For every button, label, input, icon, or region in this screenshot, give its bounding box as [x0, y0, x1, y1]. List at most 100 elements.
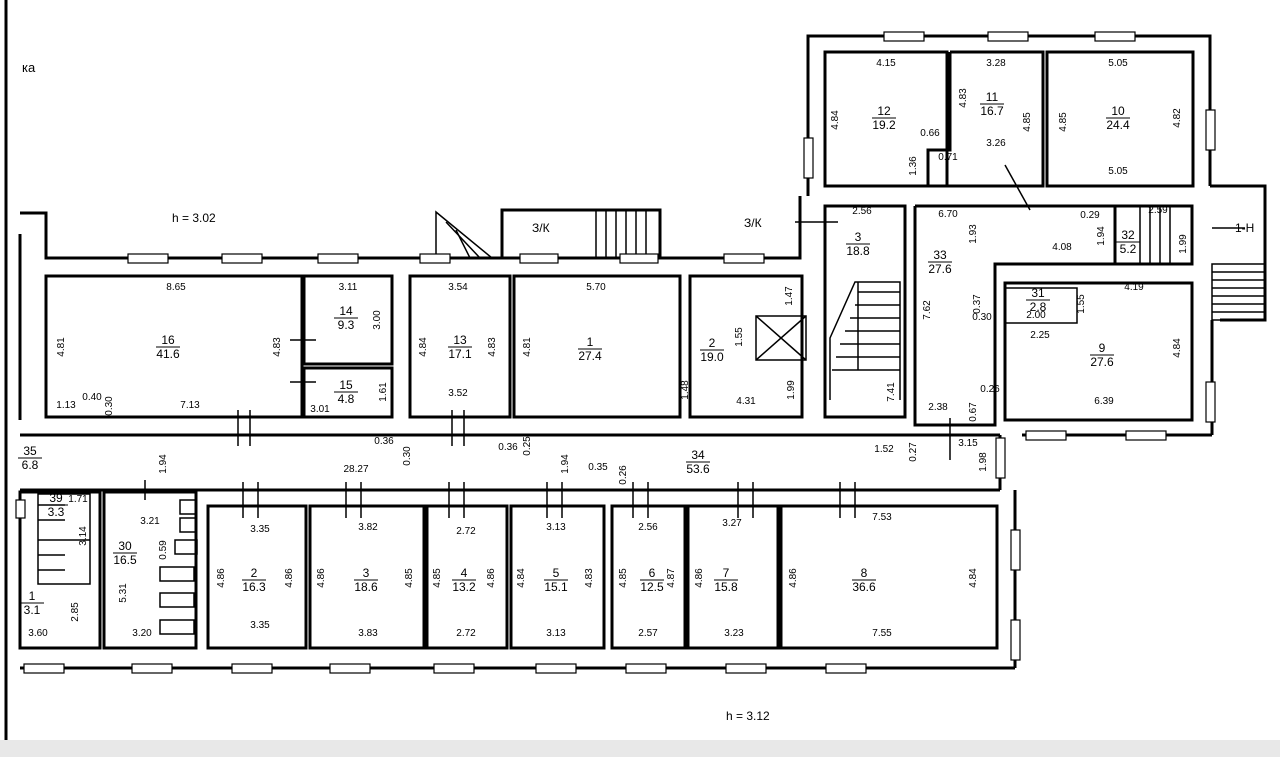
corner-text: ка [22, 60, 36, 75]
dimension-label: 3.82 [358, 522, 378, 533]
windows [15, 31, 1216, 674]
dimension-label: 3.11 [339, 282, 358, 293]
dimension-label: 7.41 [886, 382, 897, 402]
room-area: 16.5 [113, 553, 137, 567]
dimension-label: 1.48 [680, 380, 691, 400]
dimension-label: 4.84 [516, 568, 527, 588]
dimension-label: 8.65 [166, 282, 186, 293]
room-area: 6.8 [22, 458, 39, 472]
room-label-39: 393.3 [44, 491, 68, 519]
dimension-label: 7.62 [922, 300, 933, 320]
room-number: 1 [29, 589, 36, 603]
dimension-label: 1.94 [158, 454, 169, 474]
dimension-label: 1.47 [784, 286, 795, 306]
room-area: 12.5 [640, 580, 664, 594]
dimension-label: 3.54 [448, 282, 468, 293]
dimension-label: 3.35 [250, 620, 270, 631]
dimension-label: 3.15 [958, 438, 978, 449]
dimension-label: 0.40 [82, 392, 102, 403]
dimension-label: 3.13 [546, 522, 566, 533]
dimension-label: 1.94 [560, 454, 571, 474]
room-number: 4 [461, 566, 468, 580]
dimension-label: 4.86 [694, 568, 705, 588]
room-area: 41.6 [156, 347, 180, 361]
dimension-label: 0.66 [920, 128, 940, 139]
dimension-label: 4.86 [216, 568, 227, 588]
room-label-15: 154.8 [334, 378, 358, 406]
room-number: 32 [1121, 228, 1135, 242]
dimension-label: 0.71 [938, 152, 958, 163]
dimension-label: 4.82 [1172, 108, 1183, 128]
upper-rooms [37, 50, 1266, 585]
room-area: 16.3 [242, 580, 266, 594]
room-label-3u: 318.8 [846, 230, 870, 258]
room-area: 27.4 [578, 349, 602, 363]
room-number: 3 [855, 230, 862, 244]
room-number: 14 [339, 304, 353, 318]
height-lower: h = 3.12 [726, 709, 770, 723]
dimension-label: 4.19 [1124, 282, 1144, 293]
room-area: 2.8 [1030, 300, 1047, 314]
room-area: 3.3 [48, 505, 65, 519]
dimension-label: 28.27 [343, 464, 368, 475]
room-area: 16.7 [980, 104, 1004, 118]
dimension-label: 3.14 [78, 526, 89, 546]
dimension-label: 1.71 [68, 494, 88, 505]
elevator-icon [755, 315, 807, 361]
dimension-label: 1.99 [1178, 234, 1189, 254]
dimension-label: 4.85 [1022, 112, 1033, 132]
room-number: 3 [363, 566, 370, 580]
room-number: 30 [118, 539, 132, 553]
dimension-label: 4.86 [316, 568, 327, 588]
dimension-label: 2.85 [70, 602, 81, 622]
dimension-label: 0.29 [1080, 210, 1100, 221]
dimension-label: 5.05 [1108, 166, 1128, 177]
room-number: 35 [23, 444, 37, 458]
doors [144, 164, 1245, 518]
dimension-label: 4.83 [584, 568, 595, 588]
dimension-label: 2.56 [638, 522, 658, 533]
room-label-32: 325.2 [1116, 228, 1140, 256]
dimension-label: 6.39 [1094, 396, 1114, 407]
room-labels: 1641.6149.3154.81317.1127.4219.0318.8121… [18, 90, 1140, 617]
dimension-label: 4.31 [736, 396, 756, 407]
dimension-label: 7.13 [180, 400, 200, 411]
stair-icon [1139, 206, 1171, 264]
room-area: 19.0 [700, 350, 724, 364]
dimension-label: 0.26 [618, 465, 629, 485]
dimension-label: 4.86 [486, 568, 497, 588]
dimension-label: 3.26 [986, 138, 1006, 149]
dimension-label: 6.70 [938, 209, 958, 220]
exit-label-c: 1-Н [1235, 221, 1254, 235]
room-label-35: 356.8 [18, 444, 42, 472]
dimension-label: 5.31 [118, 583, 129, 603]
dimension-label: 2.72 [456, 526, 476, 537]
stair-icon [829, 281, 901, 400]
room-number: 10 [1111, 104, 1125, 118]
room-area: 17.1 [448, 347, 472, 361]
dimension-label: 1.55 [734, 327, 745, 347]
room-number: 2 [251, 566, 258, 580]
dimension-label: 0.30 [402, 446, 413, 466]
room-area: 13.2 [452, 580, 476, 594]
dimension-label: 3.21 [140, 516, 160, 527]
dimension-label: 1.36 [908, 156, 919, 176]
dimension-label: 3.20 [132, 628, 152, 639]
room-label-31: 312.8 [1026, 286, 1050, 314]
room-number: 31 [1031, 286, 1045, 300]
dimension-label: 4.08 [1052, 242, 1072, 253]
dimension-label: 5.70 [586, 282, 606, 293]
room-area: 36.6 [852, 580, 876, 594]
dimension-label: 3.28 [986, 58, 1006, 69]
room-number: 34 [691, 448, 705, 462]
room-area: 3.1 [24, 603, 41, 617]
room-area: 9.3 [338, 318, 355, 332]
dimension-label: 2.57 [638, 628, 658, 639]
dimension-label: 1.52 [874, 444, 894, 455]
